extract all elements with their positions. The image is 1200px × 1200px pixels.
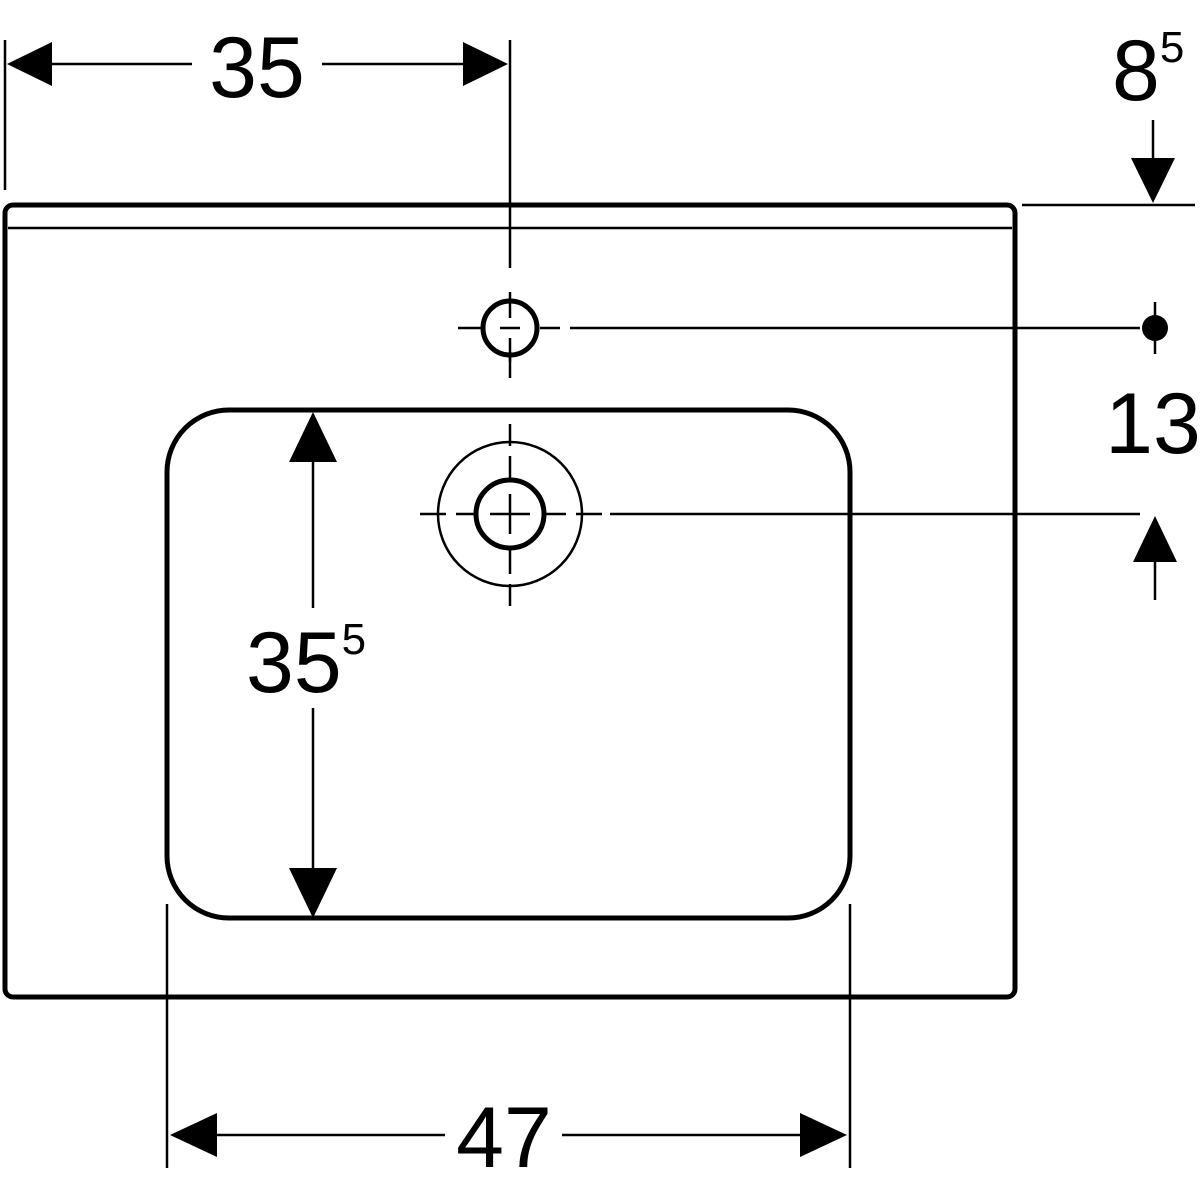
dimension-label-35-top: 35 (209, 20, 305, 116)
dimension-label-47: 47 (456, 1090, 552, 1186)
dimension-label-8-5: 85 (1112, 23, 1184, 119)
dimension-tap-to-drain-offset: 13 (1105, 302, 1200, 600)
dimension-bowl-depth: 355 (246, 412, 366, 918)
dimension-tap-hole-from-left: 35 (3, 20, 508, 190)
drain (420, 424, 1140, 606)
dimension-label-13: 13 (1105, 376, 1200, 472)
dimension-label-35-5: 355 (246, 615, 366, 711)
dimension-bowl-width: 47 (165, 904, 852, 1186)
dimension-rim-thickness: 85 (1022, 23, 1195, 207)
bowl-outline (164, 407, 853, 921)
tap-hole (458, 40, 1140, 378)
